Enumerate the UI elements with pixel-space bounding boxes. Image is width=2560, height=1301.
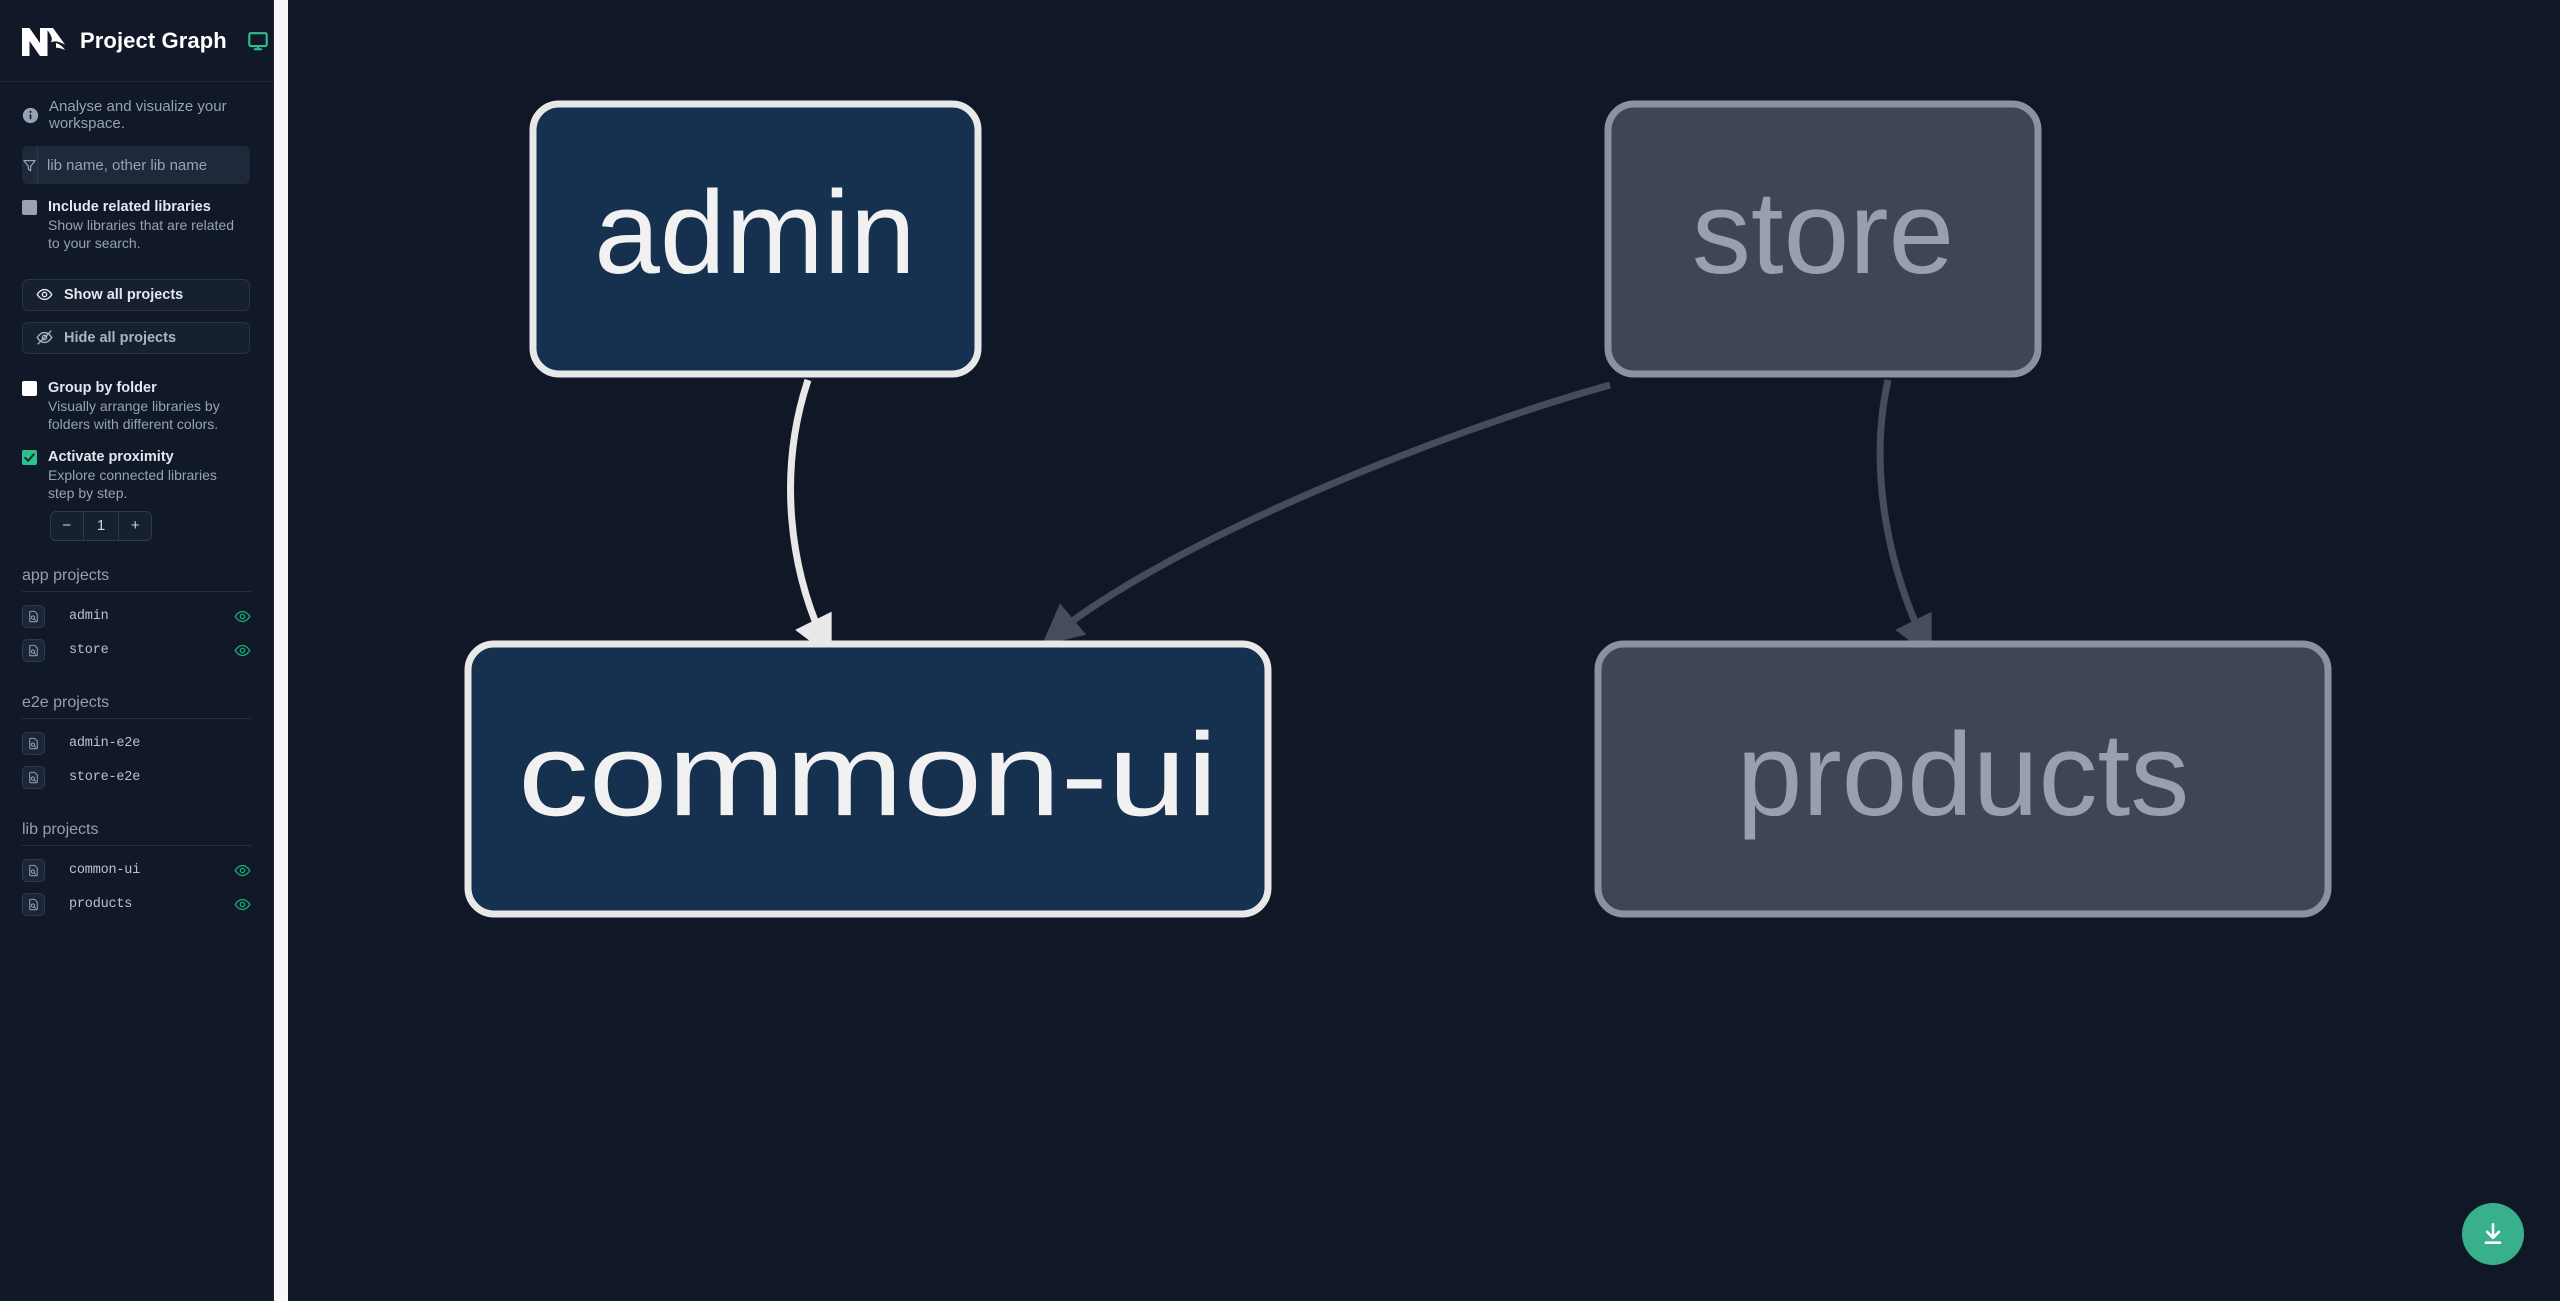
eye-icon <box>36 286 53 303</box>
info-icon <box>22 107 39 124</box>
option-description: Explore connected libraries step by step… <box>48 467 217 501</box>
edge-store-to-common-ui <box>1041 381 1611 646</box>
project-name: products <box>69 897 133 913</box>
proximity-increment-button[interactable]: + <box>130 517 140 535</box>
project-name: admin <box>69 609 109 625</box>
node-label: admin <box>594 167 915 299</box>
graph-node-store[interactable]: store <box>1604 100 2042 378</box>
eye-icon[interactable] <box>234 862 251 879</box>
group-heading-lib-projects: lib projects <box>22 821 251 846</box>
option-description: Visually arrange libraries by folders wi… <box>48 398 220 432</box>
option-title: Group by folder <box>48 379 157 396</box>
group-heading-app-projects: app projects <box>22 567 251 592</box>
sidebar: Project Graph Analyse and visualize your… <box>0 0 274 1301</box>
eye-off-icon <box>36 329 53 346</box>
project-row-products[interactable]: products <box>22 888 251 922</box>
option-include-related-libraries[interactable]: Include related libraries Show libraries… <box>22 198 251 253</box>
option-group-by-folder[interactable]: Group by folder Visually arrange librari… <box>22 379 251 434</box>
eye-icon-placeholder <box>234 769 251 786</box>
download-image-button[interactable] <box>2462 1203 2524 1265</box>
project-name: admin-e2e <box>69 736 141 752</box>
project-name: store-e2e <box>69 770 141 786</box>
file-search-icon <box>22 639 45 663</box>
hide-all-projects-button[interactable]: Hide all projects <box>22 321 250 354</box>
sidebar-header: Project Graph <box>0 0 273 82</box>
eye-icon[interactable] <box>234 642 251 659</box>
show-all-projects-label: Show all projects <box>64 286 184 303</box>
edge-store-to-products <box>1876 379 1932 658</box>
edge-admin-to-common-ui <box>787 378 832 658</box>
search-input[interactable] <box>38 146 250 184</box>
option-title: Include related libraries <box>48 199 211 215</box>
check-icon <box>24 453 35 462</box>
graph-edges <box>787 378 1932 658</box>
project-name: store <box>69 643 109 659</box>
node-label: common-ui <box>518 709 1218 841</box>
search-box[interactable] <box>22 146 250 184</box>
option-description: Show libraries that are related to your … <box>48 217 234 252</box>
sidebar-scrollbar-track[interactable] <box>274 0 288 1301</box>
proximity-stepper[interactable]: − 1 + <box>50 510 152 541</box>
monitor-icon[interactable] <box>247 30 269 52</box>
sidebar-scrollbar-thumb[interactable] <box>274 0 288 1301</box>
show-all-projects-button[interactable]: Show all projects <box>22 278 250 311</box>
eye-icon[interactable] <box>234 608 251 625</box>
graph-node-admin[interactable]: admin <box>529 100 982 378</box>
graph-canvas[interactable]: admin store common-ui products <box>288 0 2560 1301</box>
proximity-value: 1 <box>82 511 120 540</box>
option-activate-proximity[interactable]: Activate proximity Explore connected lib… <box>22 448 251 503</box>
eye-icon[interactable] <box>234 896 251 913</box>
sidebar-body: Include related libraries Show libraries… <box>0 146 273 922</box>
checkbox-include-related-libraries[interactable] <box>22 200 37 215</box>
page-title: Project Graph <box>80 27 227 53</box>
project-row-common-ui[interactable]: common-ui <box>22 854 251 888</box>
file-search-icon <box>22 766 45 790</box>
graph-node-common-ui[interactable]: common-ui <box>464 640 1272 918</box>
project-row-admin-e2e[interactable]: admin-e2e <box>22 727 251 761</box>
file-search-icon <box>22 893 45 917</box>
download-icon <box>2484 1222 2502 1244</box>
file-search-icon <box>22 605 45 629</box>
option-title: Activate proximity <box>48 448 174 465</box>
nx-logo-icon <box>20 24 66 58</box>
file-search-icon <box>22 859 45 883</box>
node-label: store <box>1692 167 1954 299</box>
checkbox-activate-proximity[interactable] <box>22 449 37 465</box>
proximity-decrement-button[interactable]: − <box>62 517 72 535</box>
filter-icon-wrap <box>22 146 38 184</box>
tagline: Analyse and visualize your workspace. <box>0 82 273 146</box>
checkbox-group-by-folder[interactable] <box>22 380 37 396</box>
project-row-admin[interactable]: admin <box>22 600 251 634</box>
group-heading-e2e-projects: e2e projects <box>22 694 251 719</box>
node-label: products <box>1737 709 2190 841</box>
project-row-store[interactable]: store <box>22 634 251 668</box>
eye-icon-placeholder <box>234 735 251 752</box>
funnel-icon <box>22 158 37 173</box>
tagline-text: Analyse and visualize your workspace. <box>49 98 227 132</box>
graph-node-products[interactable]: products <box>1594 640 2332 918</box>
project-row-store-e2e[interactable]: store-e2e <box>22 761 251 795</box>
file-search-icon <box>22 732 45 756</box>
project-name: common-ui <box>69 863 141 879</box>
hide-all-projects-label: Hide all projects <box>64 329 177 346</box>
